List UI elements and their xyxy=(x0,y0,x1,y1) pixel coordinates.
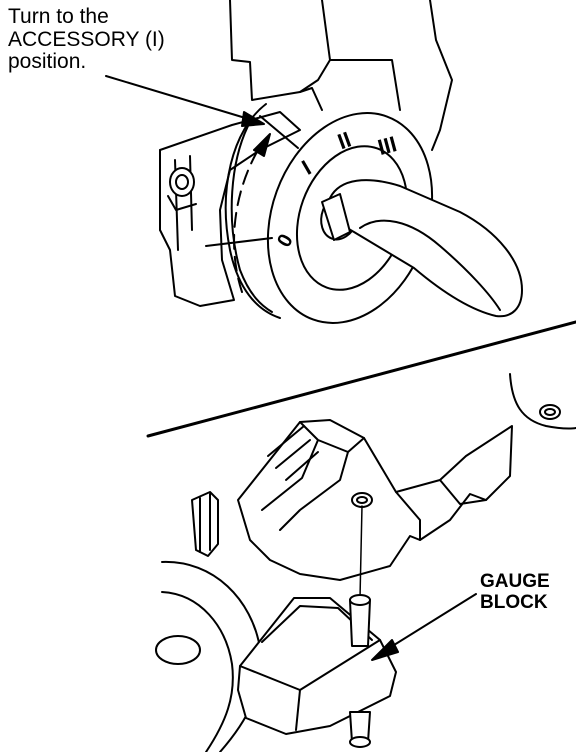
accessory-callout: Turn to the ACCESSORY (I) position. xyxy=(8,5,165,74)
gauge-block-view xyxy=(155,373,576,752)
mounting-bolt xyxy=(167,167,197,211)
wheel-hub-inner xyxy=(161,591,234,752)
bezel-side-inner xyxy=(230,121,273,313)
gauge-block-bottom-pin-cap xyxy=(349,736,371,748)
gauge-hole xyxy=(351,492,373,508)
gauge-block-callout: GAUGE BLOCK xyxy=(480,571,550,613)
wheel-hub-hole xyxy=(155,635,201,665)
gauge-leader-arrow xyxy=(371,639,399,661)
rotation-arrow-path xyxy=(233,149,259,293)
switch-body-left xyxy=(159,111,301,307)
gauge-leader-line xyxy=(385,593,477,651)
alignment-line xyxy=(359,505,363,599)
accessory-pointer-line xyxy=(259,115,299,149)
gauge-block-callout-line-1: GAUGE xyxy=(480,571,550,592)
housing-tab xyxy=(191,491,219,557)
column-housing-right xyxy=(429,0,453,151)
lock-housing-top xyxy=(261,421,365,531)
gauge-block-callout-line-2: BLOCK xyxy=(480,591,548,613)
column-bracket xyxy=(299,59,401,111)
lock-housing-side xyxy=(395,479,487,541)
lock-housing-ribs xyxy=(267,425,319,481)
view-divider-line xyxy=(146,320,576,438)
ignition-key xyxy=(328,179,523,318)
ignition-key-shaft xyxy=(321,193,351,241)
accessory-leader-line xyxy=(105,75,253,121)
accessory-callout-line-3: position. xyxy=(8,50,87,74)
wheel-hub xyxy=(161,560,262,752)
lower-column-hole-inner xyxy=(544,408,556,416)
lock-housing xyxy=(237,419,513,581)
bezel-leader-line xyxy=(205,237,273,247)
gauge-hole-inner xyxy=(356,496,368,504)
ignition-switch-view: 0 I II III xyxy=(159,0,523,324)
gauge-block-top-pin xyxy=(349,599,371,647)
gauge-block-top-pin-cap xyxy=(349,594,371,606)
lower-column-hole xyxy=(539,404,561,420)
ignition-key-grip xyxy=(359,219,501,311)
accessory-callout-line-1: Turn to the xyxy=(8,5,109,28)
lower-column-right xyxy=(509,373,576,430)
gauge-block-body xyxy=(237,597,397,735)
accessory-leader-arrow xyxy=(241,111,265,127)
housing-tab-lines xyxy=(199,493,211,553)
gauge-block-top xyxy=(239,639,381,731)
accessory-callout-line-2: ACCESSORY (I) xyxy=(8,27,165,51)
rotation-arrow-head xyxy=(253,133,271,157)
column-housing xyxy=(229,0,331,101)
